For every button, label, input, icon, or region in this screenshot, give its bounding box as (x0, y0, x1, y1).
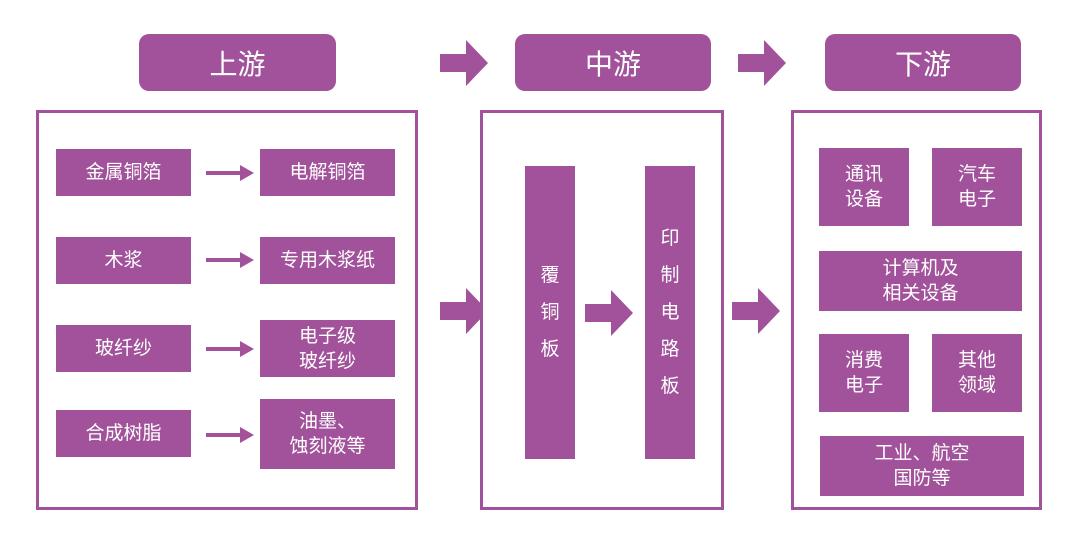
downstream-item-box: 消费 电子 (819, 334, 909, 412)
arrow-midstream-to-downstream-icon (738, 40, 786, 86)
downstream-item-box: 其他 领域 (932, 334, 1022, 412)
upstream-product-box: 专用木浆纸 (260, 237, 395, 284)
arrow-right-icon (206, 165, 254, 181)
pcb-box: 印 制 电 路 板 (645, 166, 695, 459)
upstream-source-box: 合成树脂 (56, 410, 191, 457)
upstream-product-box: 油墨、 蚀刻液等 (260, 399, 395, 469)
header-upstream: 上游 (139, 34, 336, 91)
arrow-upstream-panel-to-midstream-icon (440, 288, 488, 334)
downstream-item-box: 计算机及 相关设备 (819, 251, 1022, 311)
watermark: 知乎 @产业知识 (800, 514, 918, 533)
upstream-source-box: 玻纤纱 (56, 325, 191, 372)
upstream-product-box: 电子级 玻纤纱 (260, 320, 395, 377)
arrow-right-icon (206, 252, 254, 268)
header-midstream: 中游 (515, 34, 711, 91)
arrow-right-icon (206, 427, 254, 443)
upstream-source-box: 金属铜箔 (56, 149, 191, 196)
arrow-ccl-to-pcb-icon (585, 290, 633, 336)
arrow-right-icon (206, 341, 254, 357)
downstream-item-box: 工业、航空 国防等 (820, 436, 1024, 496)
downstream-item-box: 通讯 设备 (819, 148, 909, 226)
ccl-box: 覆 铜 板 (525, 166, 575, 459)
downstream-item-box: 汽车 电子 (932, 148, 1022, 226)
upstream-product-box: 电解铜箔 (260, 149, 395, 196)
header-downstream: 下游 (825, 34, 1021, 91)
upstream-source-box: 木浆 (56, 237, 191, 284)
arrow-midstream-panel-to-downstream-icon (732, 288, 780, 334)
arrow-upstream-to-midstream-icon (440, 40, 488, 86)
